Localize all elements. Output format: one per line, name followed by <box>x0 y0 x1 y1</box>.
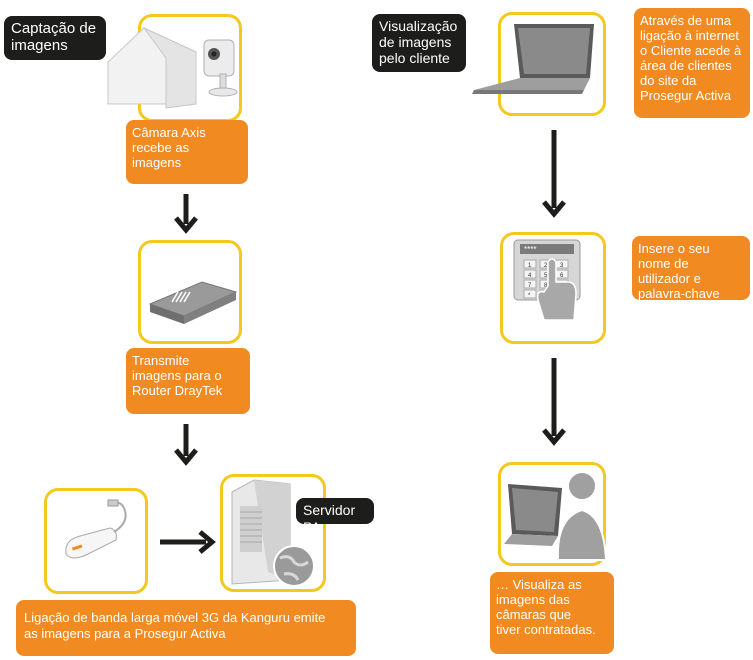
globe-icon <box>273 545 315 587</box>
server-label: Servidor PA <box>296 498 374 535</box>
keypad-key <box>523 259 537 269</box>
keypad-key-label: 5 <box>544 273 548 279</box>
router-illustration <box>144 262 240 332</box>
keypad-illustration: **** 123456789*0# <box>508 238 602 340</box>
login-note: Insere o seu nome de utilizador e palavr… <box>632 236 750 301</box>
keypad-key-label: 3 <box>560 263 564 269</box>
keypad-key-label: 1 <box>528 263 532 269</box>
keypad-key-label: 4 <box>528 273 532 279</box>
view-note: … Visualiza as imagens das câmaras que t… <box>490 572 614 654</box>
arrow-right-icon <box>160 530 216 554</box>
person-icon <box>556 471 606 561</box>
capture-label: Captação de imagens <box>4 16 106 60</box>
keypad-key <box>523 269 537 279</box>
keypad-key-label: 7 <box>528 283 532 289</box>
password-mask: **** <box>524 245 536 254</box>
keypad-key <box>523 279 537 289</box>
internet-note: Através de uma ligação à internet o Clie… <box>634 8 750 118</box>
arrow-down-icon <box>174 194 198 234</box>
modem-note: Ligação de banda larga móvel 3G da Kangu… <box>16 600 356 656</box>
usb-modem-icon <box>65 499 127 559</box>
server-illustration <box>224 476 324 590</box>
router-note: Transmite imagens para o Router DrayTek <box>126 348 250 414</box>
hand-pointer-icon <box>536 258 577 321</box>
keypad-key-label: * <box>528 293 531 299</box>
arrow-down-icon <box>542 358 566 446</box>
keypad-key-label: 6 <box>560 273 564 279</box>
keypad-key <box>523 289 537 299</box>
client-label: Visualização de imagens pelo cliente <box>372 14 466 72</box>
camera-icon <box>203 39 238 97</box>
arrow-down-icon <box>174 424 198 466</box>
router-icon <box>148 281 238 324</box>
viewer-illustration <box>500 464 606 564</box>
laptop-illustration <box>454 20 602 108</box>
laptop-icon <box>472 24 594 94</box>
camera-note: Câmara Axis recebe as imagens <box>126 120 248 184</box>
modem-illustration <box>56 496 142 576</box>
keypad-key-label: 2 <box>544 263 548 269</box>
arrow-down-icon <box>542 130 566 218</box>
laptop-icon <box>504 484 562 546</box>
keypad-key-label: 8 <box>544 283 548 289</box>
house-camera-illustration <box>96 22 256 112</box>
